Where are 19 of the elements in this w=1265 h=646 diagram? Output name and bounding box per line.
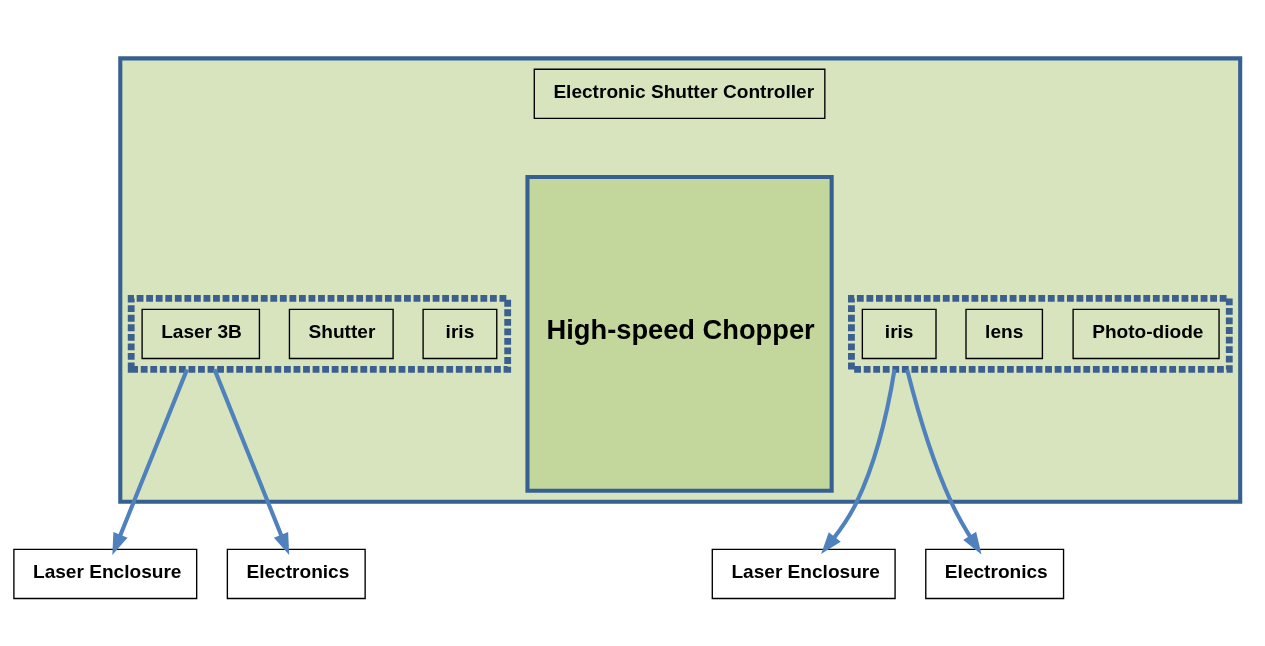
node-box: Electronics — [226, 548, 366, 600]
arrow — [112, 368, 189, 556]
cluster — [127, 295, 512, 373]
node-box: High-speed Chopper — [525, 175, 834, 493]
node-box: Laser Enclosure — [13, 548, 198, 600]
arrow — [212, 368, 290, 556]
arrow — [905, 368, 982, 555]
node-box: Electronics — [925, 548, 1065, 600]
node-box: lens — [965, 308, 1044, 360]
node-box: iris — [861, 308, 937, 360]
node-box: Electronic Shutter Controller — [533, 68, 826, 120]
node-box: iris — [422, 308, 498, 360]
node-box: Shutter — [288, 308, 394, 360]
node-box: Laser Enclosure — [711, 548, 896, 600]
node-box: Laser 3B — [141, 308, 261, 360]
node-box: Photo-diode — [1072, 308, 1220, 360]
arrow — [821, 369, 897, 555]
cluster — [848, 295, 1233, 373]
cluster — [118, 56, 1243, 504]
